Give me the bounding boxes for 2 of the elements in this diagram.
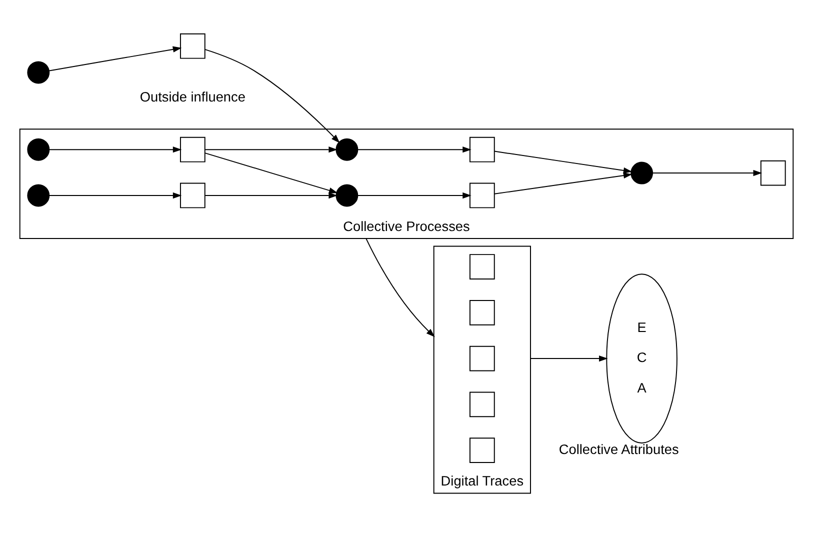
label: Outside influence [140,89,246,104]
node-label: Collective Attributes [558,442,679,457]
